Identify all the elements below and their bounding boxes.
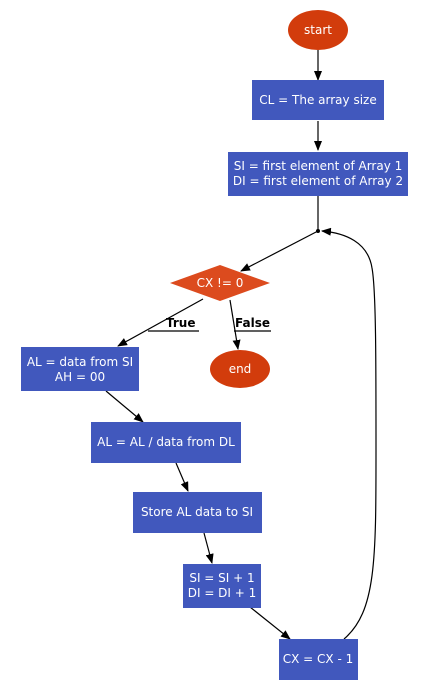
cl-size-node: CL = The array size: [252, 80, 384, 120]
end-label: end: [229, 362, 252, 376]
store-label: Store AL data to SI: [141, 505, 253, 519]
al-load-label: AL = data from SI: [27, 355, 133, 369]
edge-increment-to-decrement: [249, 606, 291, 640]
edge-al-to-divide: [105, 390, 144, 423]
false-label: False: [235, 316, 270, 330]
edge-decision-true: [117, 298, 204, 347]
edge-decision-false: [229, 299, 241, 350]
cl-size-label: CL = The array size: [259, 93, 376, 107]
decrement-node: CX = CX - 1: [279, 639, 358, 680]
edge-store-to-increment: [203, 532, 214, 564]
decision-node: CX != 0: [170, 265, 270, 301]
ah-load-label: AH = 00: [55, 370, 105, 384]
divide-node: AL = AL / data from DL: [91, 422, 241, 463]
store-node: Store AL data to SI: [133, 492, 262, 533]
edge-divide-to-store: [175, 462, 189, 492]
edge-loop-back: [321, 227, 377, 640]
si-di-init-node: SI = first element of Array 1 DI = first…: [228, 152, 408, 196]
si-init-label: SI = first element of Array 1: [234, 159, 403, 173]
decision-label: CX != 0: [197, 276, 244, 290]
edges: [105, 50, 377, 640]
increment-node: SI = SI + 1 DI = DI + 1: [183, 564, 261, 608]
di-init-label: DI = first element of Array 2: [233, 174, 403, 188]
true-label: True: [166, 316, 195, 330]
si-increment-label: SI = SI + 1: [189, 571, 254, 585]
edge-junction-to-decision: [240, 230, 319, 272]
decrement-label: CX = CX - 1: [283, 652, 353, 666]
di-increment-label: DI = DI + 1: [188, 586, 257, 600]
start-node: start: [288, 10, 348, 50]
end-node: end: [210, 350, 270, 388]
al-load-node: AL = data from SI AH = 00: [21, 347, 139, 391]
divide-label: AL = AL / data from DL: [97, 435, 235, 449]
start-label: start: [304, 23, 332, 37]
